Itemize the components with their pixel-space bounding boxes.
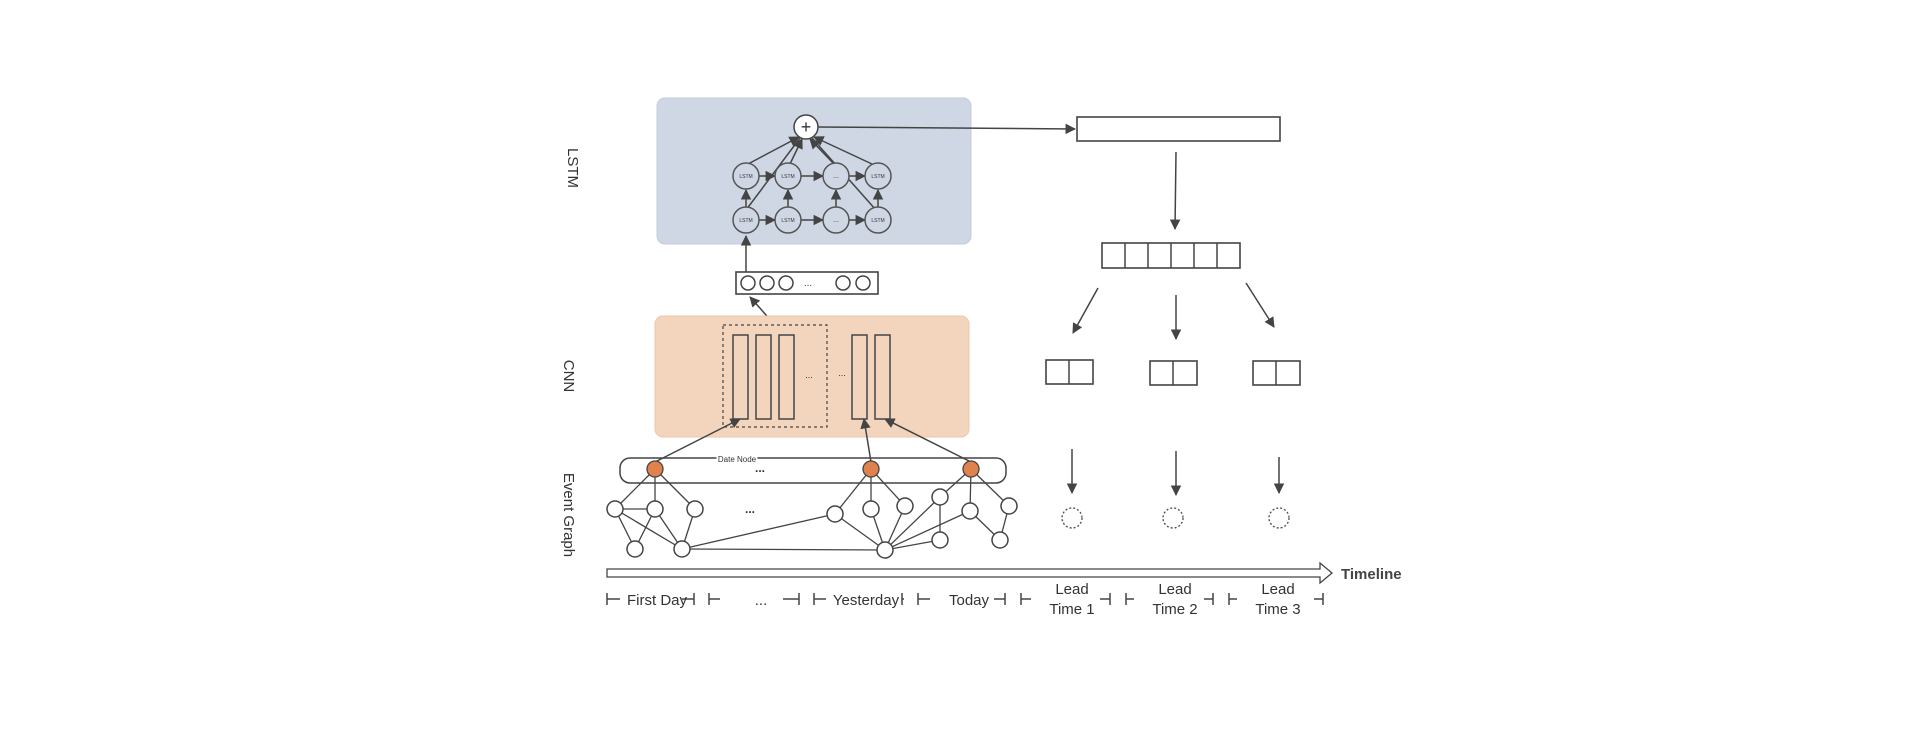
event-node [876,541,894,559]
predicted-event-node [1061,507,1083,529]
lead-output-3 [1252,360,1301,386]
lstm-cell-label: LSTM [871,174,884,180]
event-node [896,497,914,515]
feature-vector-ellipsis: ... [804,278,812,289]
feature-vector: ... [735,271,879,295]
lstm-cell-ellipsis [822,206,850,234]
timeline: Timeline First Day... Yesterday Today LeadT… [606,561,1402,618]
event-node [606,500,624,518]
cnn-ellipsis: ... [805,370,813,380]
event-node [646,500,664,518]
cnn-filter [778,334,795,420]
date-node [862,460,880,478]
event-node [931,531,949,549]
lstm-cell-ellipsis-label: ... [833,173,839,180]
event-node [626,540,644,558]
cnn-filter [755,334,772,420]
lstm-cell [774,206,802,234]
event-node [826,505,844,523]
lead-output-2 [1149,360,1198,386]
event-node [686,500,704,518]
prediction-branch [817,116,1301,529]
timeline-arrow [606,561,1334,585]
event-node [862,500,880,518]
lstm-block: + LSTM LSTM ... LSTM LSTM L [656,97,972,245]
lstm-cell-label: LSTM [871,218,884,224]
timeline-segment-label: Lead [1158,581,1191,598]
timeline-segment-label-line2: Time 3 [1255,601,1300,618]
timeline-segment-label-line2: Time 1 [1049,601,1094,618]
split-vector [1101,242,1241,269]
timeline-label: Timeline [1341,566,1402,583]
timeline-segment-label: Today [949,592,990,609]
lstm-cell-label: LSTM [739,174,752,180]
date-node [962,460,980,478]
timeline-segment-label: Lead [1261,581,1294,598]
cnn-filter [874,334,891,420]
cnn-pooling-window [722,324,828,428]
output-vector [1076,116,1281,142]
layer-label-event-graph: Event Graph [560,473,577,557]
cnn-block: ... ... [654,315,970,438]
date-node-bar: Date Node ... [619,453,1007,484]
timeline-segment-label: Yesterday [833,592,900,609]
date-node-label: Date Node [718,455,757,464]
event-graph-ellipsis: ... [745,502,755,516]
predicted-event-node [1162,507,1184,529]
lstm-sum-symbol: + [801,117,812,137]
lstm-cell [774,162,802,190]
date-node-ellipsis: ... [755,461,765,475]
event-node [1000,497,1018,515]
timeline-segment-label: ... [755,592,768,609]
lstm-cell [732,162,760,190]
event-node [961,502,979,520]
timeline-segment-label: Lead [1055,581,1088,598]
cnn-ellipsis: ... [838,368,846,378]
lstm-cell-label: LSTM [781,174,794,180]
lstm-cell-label: LSTM [781,218,794,224]
lstm-cell [864,206,892,234]
timeline-segment-label-line2: Time 2 [1152,601,1197,618]
layer-label-cnn: CNN [560,360,577,393]
predicted-event-node [1268,507,1290,529]
lead-output-1 [1045,359,1094,385]
date-node [646,460,664,478]
event-graph-nodes: ... [606,488,1018,559]
lstm-cell [732,206,760,234]
event-node [673,540,691,558]
lstm-cell-label: LSTM [739,218,752,224]
lstm-cell-ellipsis-label: ... [833,217,839,224]
timeline-segment-label: First Day [627,592,688,609]
cnn-filter [851,334,868,420]
lstm-cell [864,162,892,190]
timeline-ticks [606,593,1324,605]
layer-label-lstm: LSTM [564,148,581,188]
event-node [931,488,949,506]
lstm-cell-ellipsis [822,162,850,190]
event-node [991,531,1009,549]
